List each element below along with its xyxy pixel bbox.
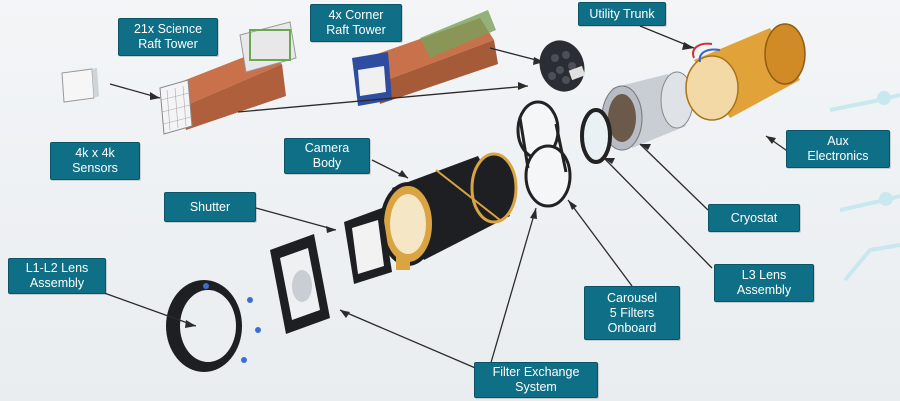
label-carousel: Carousel 5 Filters Onboard xyxy=(584,286,680,340)
label-cryostat-text: Cryostat xyxy=(730,210,778,225)
utility-trunk-illustration xyxy=(685,23,806,121)
carousel-illustration xyxy=(516,100,572,208)
science-raft-tower-illustration xyxy=(159,21,297,135)
label-l1-l2-lens-assembly-text: L1-L2 Lens Assembly xyxy=(25,261,89,290)
label-utility-trunk: Utility Trunk xyxy=(578,2,666,26)
leader-lines xyxy=(95,25,801,371)
focal-plane-grid-illustration xyxy=(539,40,586,92)
label-l1-l2-lens-assembly: L1-L2 Lens Assembly xyxy=(8,258,106,294)
label-sensors: 4k x 4k Sensors xyxy=(50,142,140,180)
label-l3-lens-assembly-text: L3 Lens Assembly xyxy=(736,268,792,297)
label-shutter: Shutter xyxy=(164,192,256,222)
label-cryostat: Cryostat xyxy=(708,204,800,232)
label-camera-body: Camera Body xyxy=(284,138,370,174)
label-utility-trunk-text: Utility Trunk xyxy=(589,6,655,21)
label-aux-electronics-text: Aux Electronics xyxy=(807,134,869,163)
corner-raft-tower-illustration xyxy=(352,10,498,106)
sensor-tile-illustration xyxy=(61,68,99,103)
label-corner-raft-tower: 4x Corner Raft Tower xyxy=(310,4,402,42)
label-l3-lens-assembly: L3 Lens Assembly xyxy=(714,264,814,302)
camera-body-illustration xyxy=(380,152,518,266)
label-science-raft-tower-text: 21x Science Raft Tower xyxy=(133,22,203,51)
background-circuit-traces xyxy=(829,91,900,282)
label-filter-exchange-system-text: Filter Exchange System xyxy=(492,365,580,394)
label-sensors-text: 4k x 4k Sensors xyxy=(72,146,118,175)
label-corner-raft-tower-text: 4x Corner Raft Tower xyxy=(326,8,386,37)
label-camera-body-text: Camera Body xyxy=(304,141,350,170)
arrow-heads xyxy=(150,42,776,328)
label-aux-electronics: Aux Electronics xyxy=(786,130,890,168)
label-filter-exchange-system: Filter Exchange System xyxy=(474,362,598,398)
label-shutter-text: Shutter xyxy=(189,199,231,214)
label-carousel-text: Carousel 5 Filters Onboard xyxy=(606,290,658,335)
shutter-illustration xyxy=(344,208,410,284)
cryostat-illustration xyxy=(601,71,694,151)
l3-lens-illustration xyxy=(580,108,612,164)
filter-exchange-illustration xyxy=(270,234,330,334)
label-science-raft-tower: 21x Science Raft Tower xyxy=(118,18,218,56)
l1-l2-lens-illustration xyxy=(166,280,261,372)
